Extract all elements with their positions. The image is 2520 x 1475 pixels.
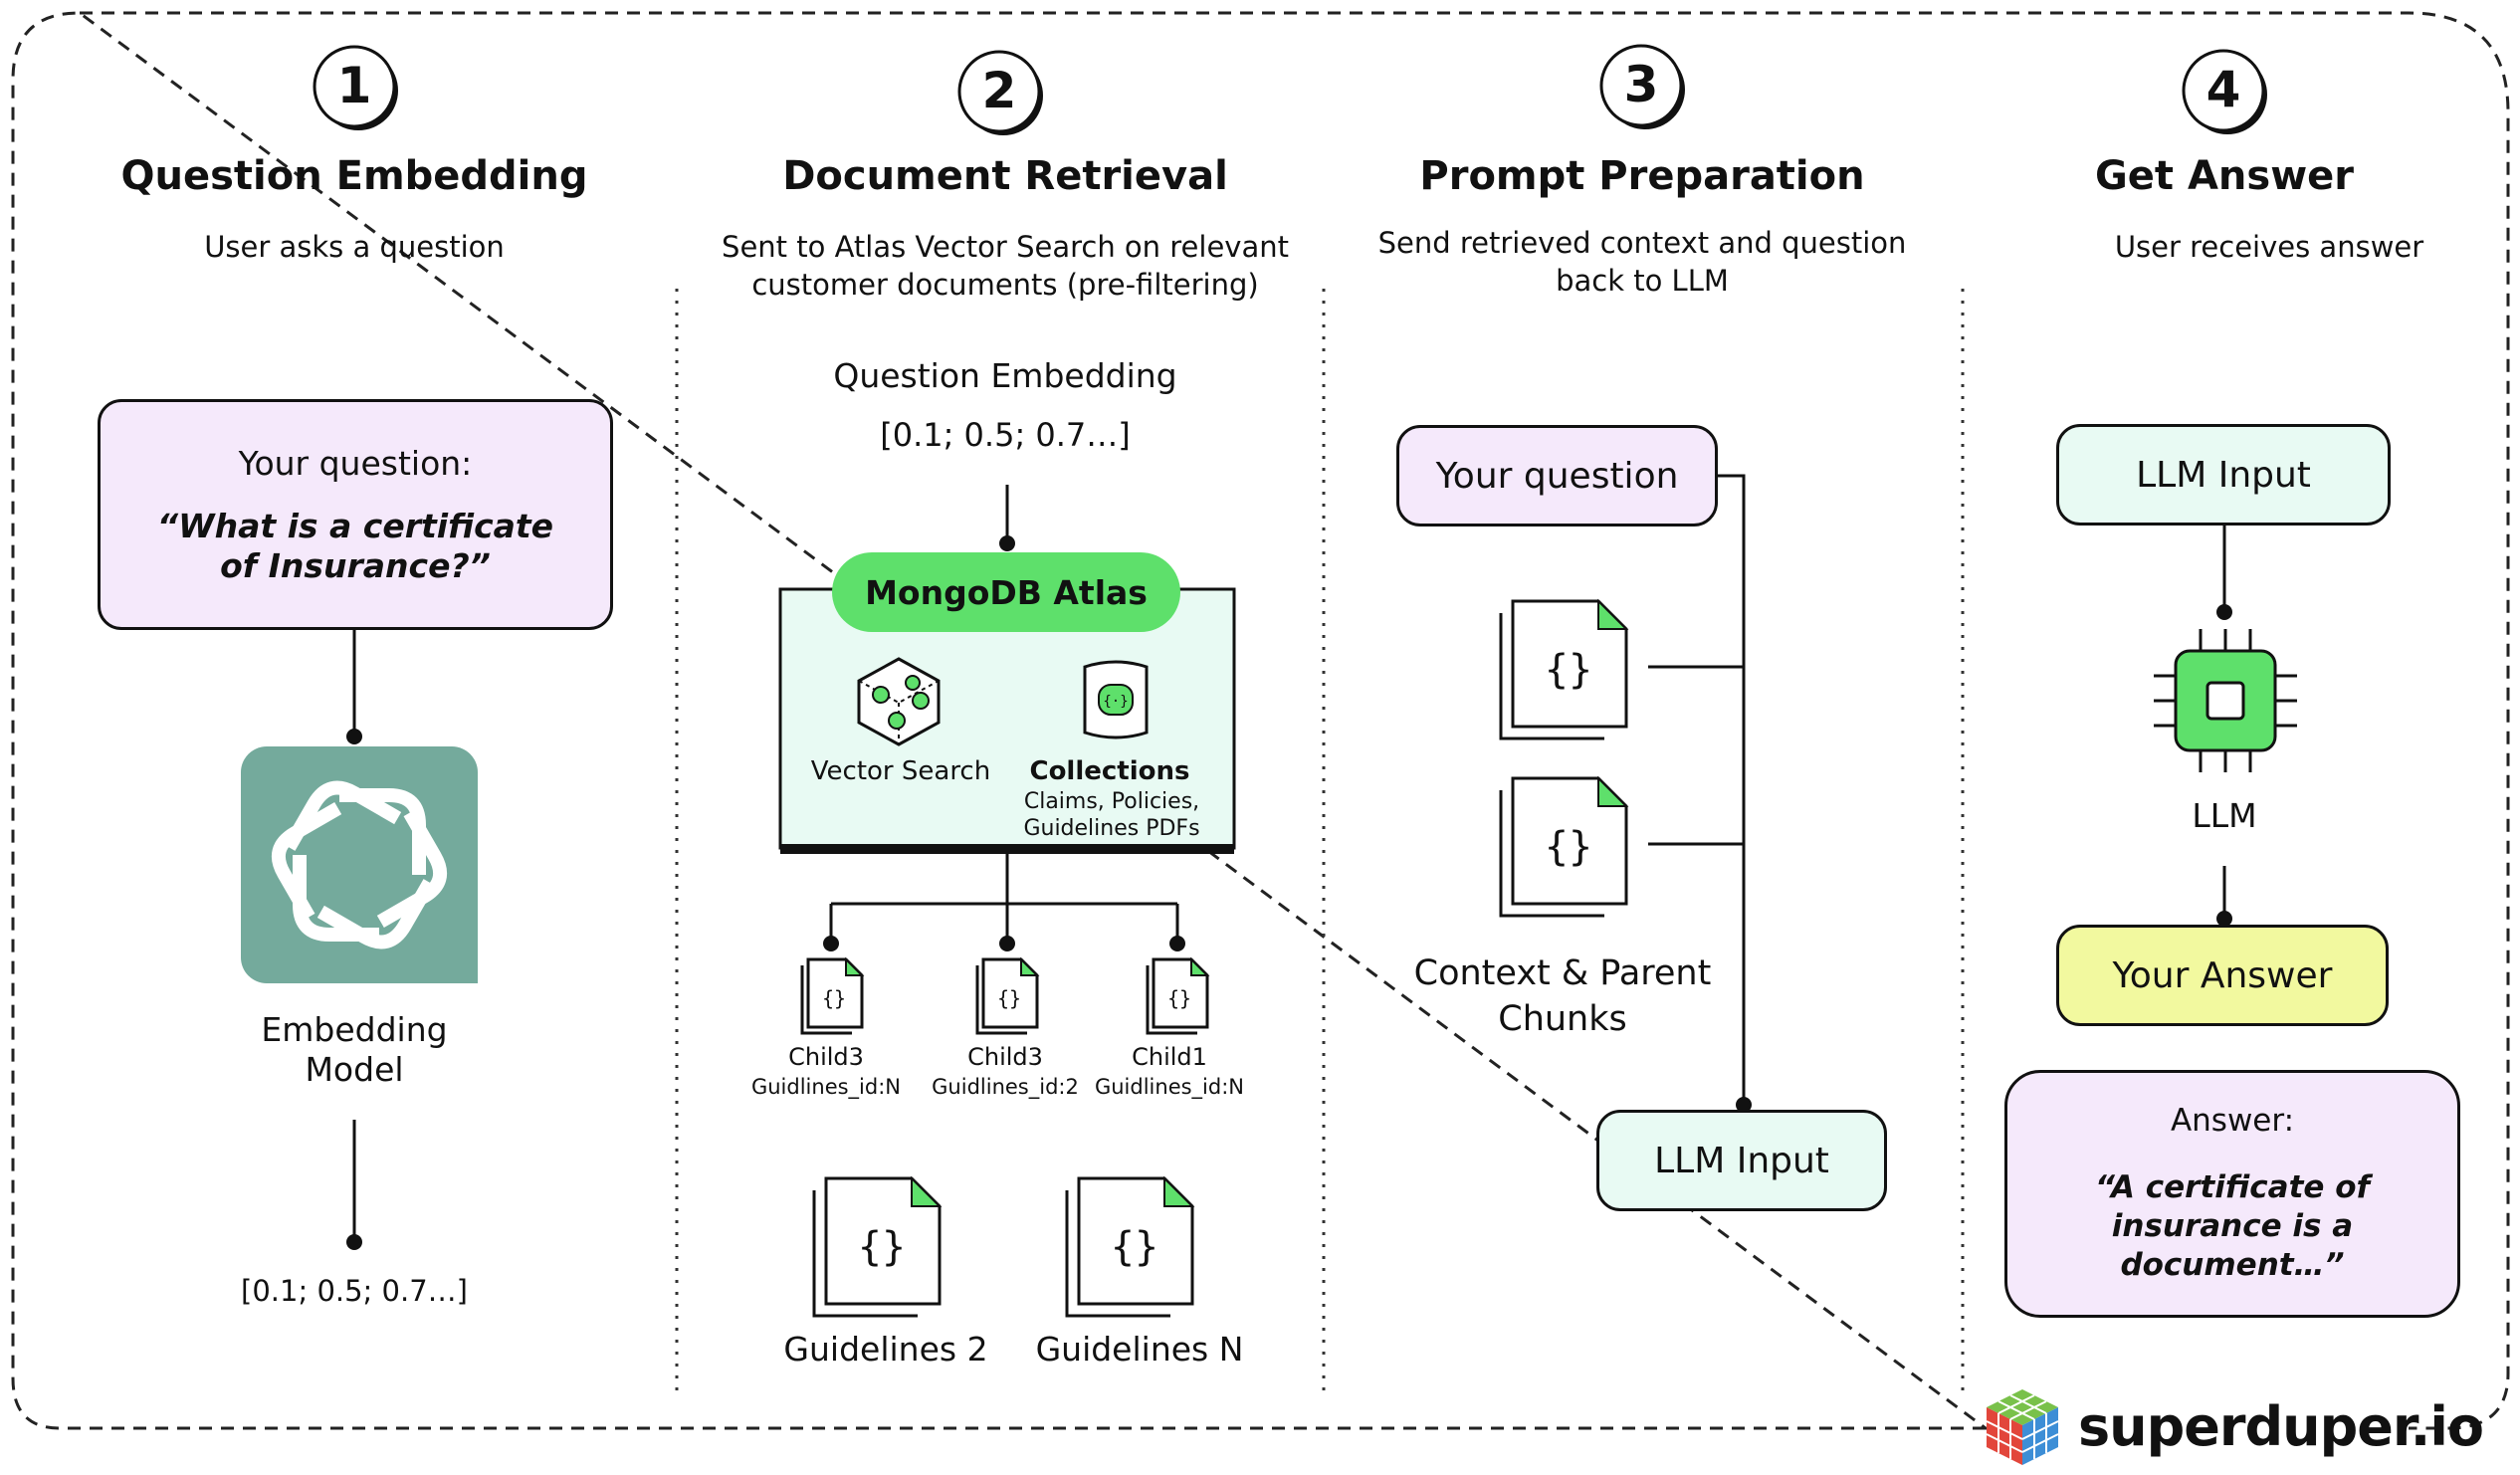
child-name: Child3 <box>788 1043 864 1071</box>
step-1-badge <box>313 45 398 130</box>
svg-text:{}: {} <box>997 986 1021 1010</box>
guidelines-document-icon: {} <box>1065 1175 1195 1318</box>
question-embedding-vector: [0.1; 0.5; 0.7…] <box>880 416 1131 454</box>
step-4-title: Get Answer <box>2094 153 2355 199</box>
superduper-cube-logo-icon <box>1986 1389 2059 1465</box>
context-document-icon: {} <box>1499 598 1629 740</box>
svg-text:{·}: {·} <box>1103 694 1128 710</box>
step-1-vector: [0.1; 0.5; 0.7…] <box>241 1274 468 1308</box>
svg-text:{}: {} <box>1545 824 1592 870</box>
vector-search-icon <box>857 657 941 746</box>
step-1-subtitle: User asks a question <box>204 230 505 264</box>
step-3-subtitle: Send retrieved context and question back… <box>1377 226 1907 298</box>
llm-chip-icon <box>2154 629 2297 772</box>
llm-input-box-step3: LLM Input <box>1596 1110 1887 1211</box>
svg-text:{}: {} <box>858 1224 906 1270</box>
guidelines-label: Guidelines N <box>1035 1330 1244 1369</box>
step-2-badge <box>957 50 1043 135</box>
llm-input-label: LLM Input <box>2136 454 2311 496</box>
your-answer-label: Your Answer <box>2112 954 2333 996</box>
step-4-badge <box>2182 49 2267 134</box>
svg-text:{}: {} <box>822 986 846 1010</box>
llm-input-box-step4: LLM Input <box>2056 424 2391 526</box>
your-answer-box: Your Answer <box>2056 925 2389 1026</box>
llm-label: LLM <box>2192 796 2257 835</box>
collections-icon: {·} <box>1083 660 1149 739</box>
collections-subtitle: Claims, Policies, Guidelines PDFs <box>1023 789 1200 841</box>
llm-input-label: LLM Input <box>1654 1140 1829 1181</box>
context-label: Context & Parent Chunks <box>1413 953 1712 1039</box>
step-3-title: Prompt Preparation <box>1419 153 1865 199</box>
child-document-icon: {} <box>1146 956 1210 1035</box>
svg-text:{}: {} <box>1545 647 1592 693</box>
answer-label: Answer: <box>2170 1103 2295 1139</box>
mongodb-atlas-pill: MongoDB Atlas <box>832 552 1180 632</box>
child-name: Child1 <box>1132 1043 1207 1071</box>
step-3-badge <box>1599 44 1685 129</box>
step-3-number: 3 <box>1623 56 1659 113</box>
vector-search-label: Vector Search <box>810 756 991 786</box>
your-question-label: Your question <box>1435 455 1679 497</box>
child-id: Guidlines_id:N <box>750 1075 902 1099</box>
svg-text:{}: {} <box>1111 1224 1158 1270</box>
question-text: “What is a certificate of Insurance?” <box>156 506 554 585</box>
question-label: Your question: <box>238 443 473 483</box>
your-question-box: Your question <box>1396 425 1718 527</box>
step-2-number: 2 <box>981 62 1017 119</box>
answer-text: “A certificate of insurance is a documen… <box>2094 1169 2370 1283</box>
step-1-title: Question Embedding <box>120 153 588 199</box>
step-1-number: 1 <box>336 57 372 114</box>
embedding-model-label: Embedding Model <box>261 1010 448 1089</box>
brand-name: superduper.io <box>2078 1395 2484 1458</box>
question-box: Your question: “What is a certificate of… <box>98 399 613 630</box>
step-2-subtitle: Sent to Atlas Vector Search on relevant … <box>722 230 1289 302</box>
guidelines-label: Guidelines 2 <box>783 1330 988 1369</box>
child-name: Child3 <box>967 1043 1043 1071</box>
step-4-subtitle: User receives answer <box>2114 230 2424 264</box>
step-4-number: 4 <box>2205 61 2241 118</box>
child-document-icon: {} <box>975 956 1040 1035</box>
mongodb-atlas-label: MongoDB Atlas <box>865 572 1148 612</box>
child-id: Guidlines_id:2 <box>932 1075 1079 1099</box>
question-embedding-label: Question Embedding <box>833 356 1177 395</box>
collections-title: Collections <box>1029 756 1190 786</box>
child-document-icon: {} <box>800 956 865 1035</box>
step-2-title: Document Retrieval <box>782 153 1228 199</box>
embedding-model-logo-icon <box>241 746 478 983</box>
answer-box: Answer: “A certificate of insurance is a… <box>2004 1070 2460 1318</box>
context-document-icon: {} <box>1499 775 1629 918</box>
guidelines-document-icon: {} <box>812 1175 943 1318</box>
child-id: Guidlines_id:N <box>1094 1075 1245 1099</box>
svg-text:{}: {} <box>1167 986 1191 1010</box>
